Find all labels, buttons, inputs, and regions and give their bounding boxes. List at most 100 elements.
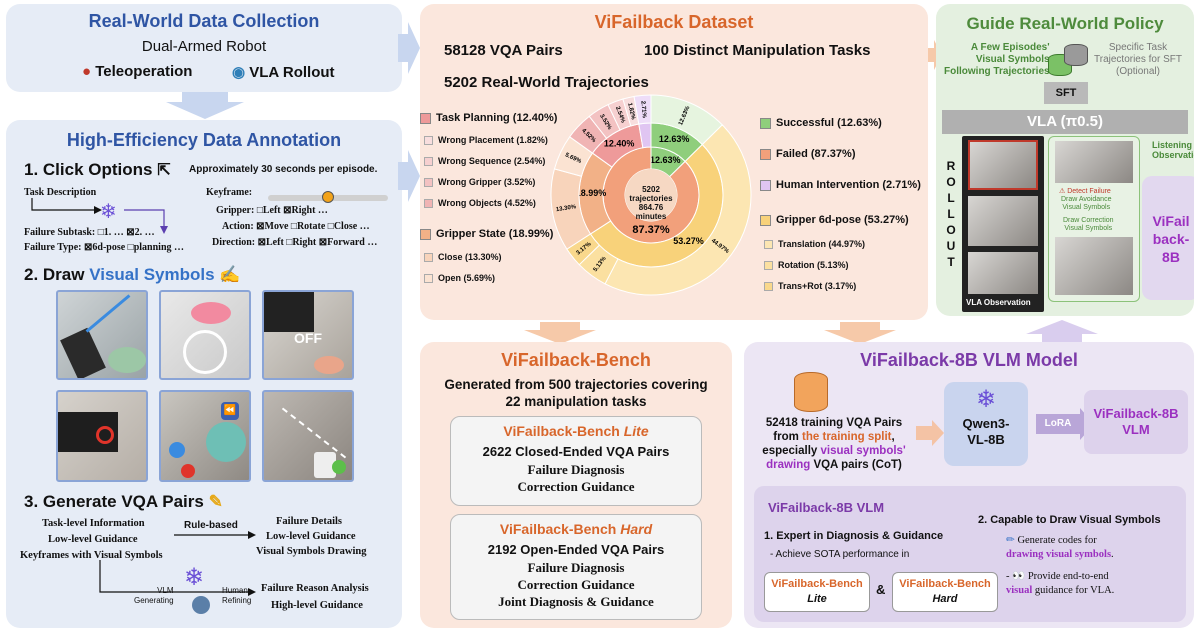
data-label-inner-failed: 87.37% (632, 224, 670, 236)
photo-arm-trajectory (56, 290, 148, 380)
annotation-panel: High-Efficiency Data Annotation 1. Click… (6, 120, 402, 628)
training-to-qwen-arrow (916, 420, 944, 446)
legend-label: Wrong Gripper (3.52%) (438, 177, 536, 187)
data-label-middle: 53.27% (673, 236, 704, 246)
legend-left-item: Close (13.30%) (424, 252, 502, 262)
legend-left-item: Gripper State (18.99%) (420, 228, 553, 240)
data-label-outer: 13.30% (556, 204, 578, 213)
center-count: 5202 (642, 185, 660, 194)
legend-label: Gripper State (18.99%) (436, 228, 554, 240)
photo-prohibit (56, 390, 148, 482)
model-to-policy-arrow (1026, 320, 1098, 342)
legend-label: Wrong Placement (1.82%) (438, 135, 548, 145)
legend-label: Open (5.69%) (438, 273, 496, 283)
legend-left-item: Wrong Sequence (2.54%) (424, 156, 545, 166)
vla-observation-label: VLA Observation (966, 298, 1031, 307)
bench-description: Generated from 500 trajectories covering… (444, 377, 708, 409)
legend-swatch (760, 117, 771, 129)
annotation-title: High-Efficiency Data Annotation (66, 130, 342, 150)
legend-swatch (760, 214, 771, 226)
keyframe-slider[interactable] (268, 191, 388, 203)
legend-swatch (424, 177, 433, 187)
generation-arrows (99, 531, 256, 596)
legend-label: Human Intervention (2.71%) (776, 179, 921, 191)
dataset-to-model-arrow (824, 322, 896, 344)
bench-hard-count: 2192 Open-Ended VQA Pairs (487, 542, 665, 557)
teleop-label: ● Teleoperation (82, 63, 193, 80)
input-keyframes: Keyframes with Visual Symbols (20, 550, 163, 561)
center-minutes-unit: minutes (635, 212, 667, 221)
vlm-output-high-level: High-level Guidance (271, 600, 363, 611)
legend-swatch (760, 148, 771, 160)
film-strip-left: VLA Observation (962, 136, 1044, 312)
bench-lite-count: 2622 Closed-Ended VQA Pairs (482, 444, 670, 459)
qwen-logo-icon: ❄ (100, 201, 117, 223)
legend-swatch (424, 156, 433, 166)
pie-center-text: 5202 trajectories 864.76 minutes (621, 185, 681, 221)
rewind-icon: ⏪ (221, 402, 239, 420)
photo-gripper-off: OFF (262, 290, 354, 380)
legend-right-item: Translation (44.97%) (764, 239, 865, 249)
legend-swatch (420, 228, 431, 240)
capability-2-title: 2. Capable to Draw Visual Symbols (978, 514, 1161, 526)
legend-swatch (420, 112, 431, 124)
direction-option: Direction: ⊠Left □Right ⊠Forward … (212, 237, 378, 248)
keyframe-slider-thumb[interactable] (322, 191, 334, 203)
legend-label: Failed (87.37%) (776, 148, 856, 160)
dataset-sunburst-chart: 12.63%12.63%53.27%18.99%12.40%12.63%44.9… (550, 94, 752, 296)
rule-output-visual-symbols: Visual Symbols Drawing (256, 546, 367, 557)
annotation-to-dataset-arrow (398, 150, 420, 202)
legend-swatch (424, 135, 433, 145)
legend-left-item: Open (5.69%) (424, 273, 495, 283)
vla-rollout-label: ◉ VLA Rollout (232, 64, 335, 81)
legend-left-item: Wrong Placement (1.82%) (424, 135, 548, 145)
legend-label: Translation (44.97%) (778, 239, 866, 249)
collection-title: Real-World Data Collection (88, 11, 320, 31)
bench-lite-item-correction: Correction Guidance (517, 479, 635, 494)
legend-left-item: Task Planning (12.40%) (420, 112, 557, 124)
bench-hard-item-correction: Correction Guidance (517, 577, 635, 592)
move-cross-icon (169, 442, 185, 458)
legend-swatch (424, 273, 433, 283)
film-strip-right: ⚠ Detect Failure Draw Avoidance Visual S… (1048, 136, 1140, 302)
step3-heading: 3. Generate VQA Pairs ✎ (24, 492, 223, 511)
joystick-icon: ● (82, 63, 92, 80)
vlm-generating-label: VLM Generating (134, 586, 174, 605)
qwen-base-box: ❄ Qwen3- VL-8B (944, 382, 1028, 466)
failure-type: Failure Type: ⊠6d-pose □planning … (24, 242, 185, 253)
input-task-level: Task-level Information (42, 518, 145, 529)
few-episodes-label: A Few Episodes' Visual Symbols Following… (944, 42, 1050, 77)
legend-right-item: Failed (87.37%) (760, 148, 855, 160)
data-label-inner: 12.63% (650, 155, 681, 165)
vlm-output-failure-reason: Failure Reason Analysis (261, 583, 369, 594)
eyes-icon: 👀 (1012, 571, 1026, 582)
data-collection-panel: Real-World Data Collection Dual-Armed Ro… (6, 4, 402, 92)
qwen-logo-icon: ❄ (975, 386, 997, 413)
stat-trajectories: 5202 Real-World Trajectories (444, 74, 649, 91)
pencil-hand-icon: ✍ (219, 265, 241, 284)
photo-move-arrows: ⏪ (159, 390, 251, 482)
model-panel: ViFailback-8B VLM Model 52418 training V… (744, 342, 1194, 628)
model-title: ViFailback-8B VLM Model (860, 350, 1078, 370)
bench-title: ViFailback-Bench (501, 350, 651, 370)
legend-label: Wrong Sequence (2.54%) (438, 156, 546, 166)
legend-right-item: Gripper 6d-pose (53.27%) (760, 214, 909, 226)
data-label-outer: 1.82% (626, 102, 636, 121)
memo-icon: ✎ (208, 492, 223, 511)
legend-swatch (424, 198, 433, 208)
legend-swatch (764, 260, 773, 270)
legend-label: Rotation (5.13%) (778, 260, 849, 270)
training-database-icon (794, 372, 828, 412)
capability-1-desc: - Achieve SOTA performance in (770, 549, 910, 560)
data-label-middle: 12.63% (659, 134, 690, 144)
task-flow-arrows (31, 198, 168, 234)
legend-right-item: Rotation (5.13%) (764, 260, 849, 270)
vifail-side-box: ViFail back- 8B (1142, 176, 1194, 300)
keyframe-label: Keyframe: (206, 187, 253, 198)
step1-heading: 1. Click Options ⇱ (24, 160, 171, 179)
target-cross-icon (332, 460, 346, 474)
